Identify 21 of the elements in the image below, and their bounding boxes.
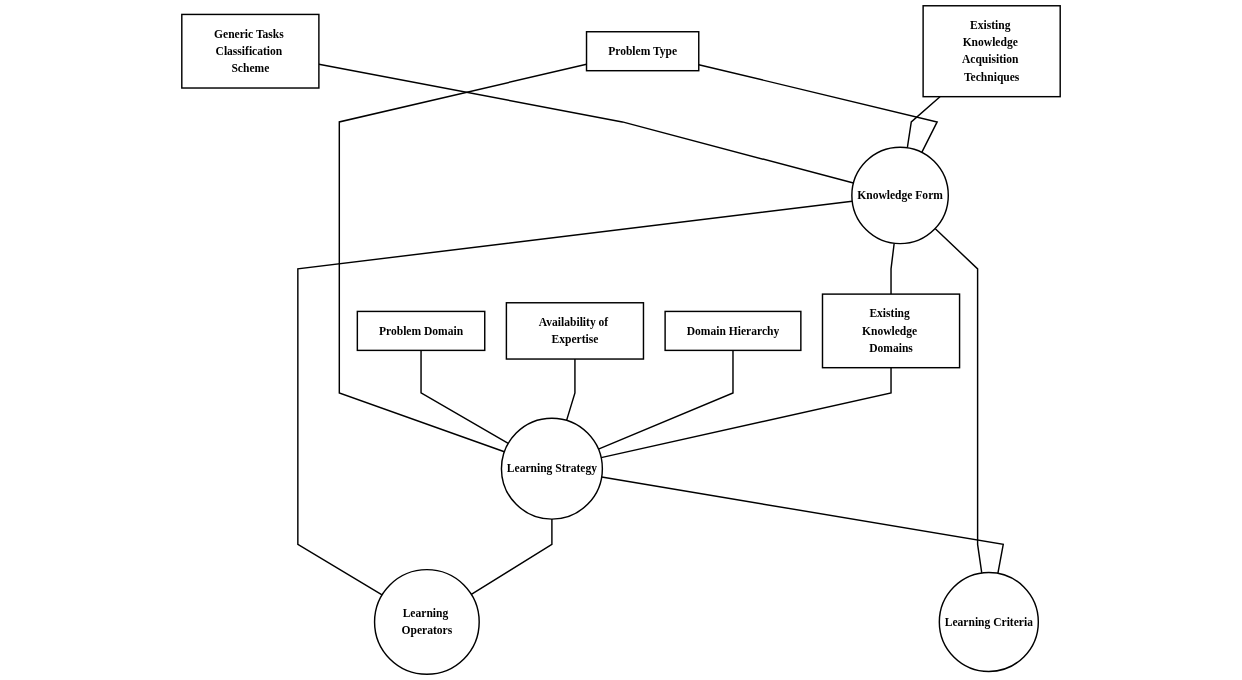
node-box: Domain Hierarchy (664, 310, 802, 352)
connector (597, 349, 734, 450)
node-circle: Learning Strategy (500, 417, 604, 520)
node-circle: Learning Operators (373, 568, 480, 675)
connector (420, 349, 509, 445)
node-box: Problem Type (585, 31, 700, 72)
connector (934, 227, 983, 574)
connector (600, 366, 892, 459)
node-box: Generic Tasks Classification Scheme (181, 13, 320, 89)
node-circle: Knowledge Form (851, 146, 949, 245)
node-box: Problem Domain (356, 310, 486, 352)
node-box: Existing Knowledge Domains (821, 293, 961, 369)
connector (890, 242, 895, 295)
node-circle: Learning Criteria (938, 571, 1040, 673)
connector (565, 358, 576, 422)
node-box: Availability of Expertise (505, 302, 645, 360)
node-box: Existing Knowledge Acquisition Techniques (922, 5, 1061, 98)
connector (297, 200, 853, 596)
connector (318, 63, 855, 184)
connector (906, 95, 941, 149)
connector (698, 64, 939, 154)
